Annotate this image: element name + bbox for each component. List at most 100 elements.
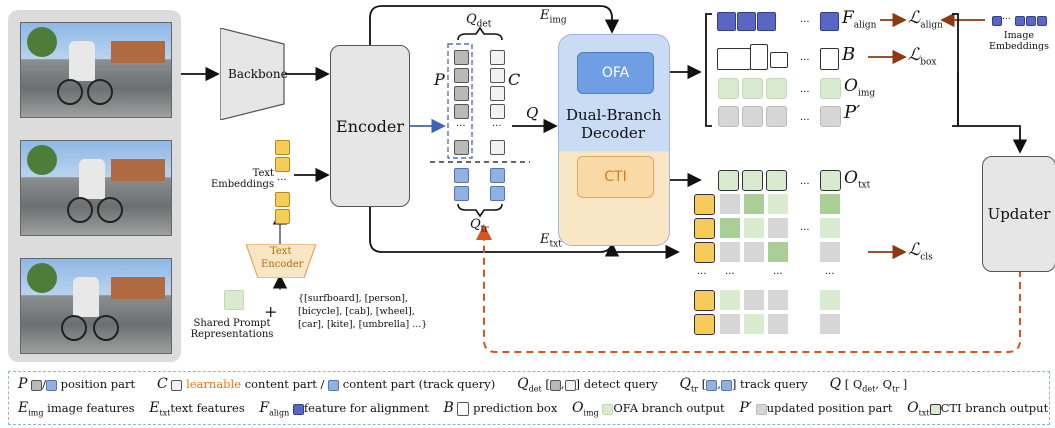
matrix-ellipsis: ...	[773, 266, 783, 277]
cti-output-token	[820, 170, 841, 191]
encoder-box: Encoder	[330, 45, 410, 207]
updated-position-token	[742, 106, 763, 127]
cti-label: CTI	[604, 169, 627, 185]
o-img-ellipsis: ...	[800, 84, 810, 95]
matrix-cell	[744, 194, 764, 214]
matrix-cell	[820, 218, 840, 238]
decoder-label: Dual-Branch Decoder	[566, 106, 662, 142]
o-img-symbol: Oimg	[844, 76, 876, 99]
text-encoder-shape	[246, 244, 316, 278]
matrix-row-ellipsis: ...	[697, 266, 707, 277]
e-img-symbol: Eimg	[540, 8, 567, 26]
backbone-label: Backbone	[228, 67, 288, 81]
matrix-cell	[768, 218, 788, 238]
backbone-shape	[220, 28, 285, 120]
c-symbol: C	[508, 70, 521, 89]
updated-position-token	[766, 106, 787, 127]
text-embedding-token	[275, 140, 290, 155]
detect-query-position	[454, 140, 469, 155]
legend-row-2: Eimg image features Etxttext features Fa…	[18, 400, 1049, 418]
plus-sign: +	[264, 302, 278, 321]
ofa-output-token	[766, 78, 787, 99]
text-embedding-token	[275, 209, 290, 224]
image-embedding-token	[992, 16, 1002, 26]
l-cls-symbol: ℒcls	[908, 240, 933, 263]
ofa-output-token	[718, 78, 739, 99]
cti-output-token	[742, 170, 763, 191]
matrix-row-text-token	[694, 314, 715, 335]
legend	[8, 371, 1050, 425]
matrix-cell	[768, 194, 788, 214]
matrix-cell	[720, 218, 740, 238]
f-align-ellipsis: ...	[800, 14, 810, 25]
align-feature-token	[717, 12, 736, 31]
cti-branch: CTI	[577, 156, 654, 198]
f-align-symbol: Falign	[842, 8, 877, 31]
ofa-branch: OFA	[577, 52, 654, 94]
track-query-content	[490, 186, 505, 201]
video-frame-1	[20, 22, 172, 118]
o-txt-ellipsis: ...	[800, 176, 810, 187]
ofa-output-token	[742, 78, 763, 99]
video-frame-3	[20, 258, 172, 354]
p-symbol: P	[434, 70, 445, 89]
e-txt-symbol: Etxt	[540, 232, 562, 250]
shared-prompt-label: Shared Prompt Representations	[190, 318, 274, 340]
shared-prompt-square	[224, 290, 244, 310]
track-query-position	[454, 186, 469, 201]
cti-output-token	[718, 170, 739, 191]
detect-query-position	[454, 50, 469, 65]
matrix-cell	[720, 290, 740, 310]
detect-query-content	[490, 50, 505, 65]
image-embedding-ellipsis: ...	[1002, 12, 1011, 22]
detect-query-content	[490, 68, 505, 83]
b-symbol: B	[842, 44, 856, 65]
matrix-cell	[720, 242, 740, 262]
matrix-cell	[820, 314, 840, 334]
video-frame-2	[20, 140, 172, 236]
image-embedding-token	[1026, 16, 1036, 26]
l-align-symbol: ℒalign	[908, 8, 943, 31]
updater-box: Updater	[982, 156, 1055, 272]
matrix-ellipsis: ...	[725, 266, 735, 277]
p-prime-ellipsis: ...	[800, 112, 810, 123]
track-query-position	[454, 168, 469, 183]
encoder-label: Encoder	[336, 116, 404, 136]
matrix-cell	[744, 314, 764, 334]
text-embedding-token	[275, 192, 290, 207]
ofa-output-token	[820, 78, 841, 99]
matrix-cell	[820, 290, 840, 310]
text-embeddings-ellipsis: ...	[277, 172, 287, 183]
align-feature-token	[820, 12, 839, 31]
matrix-cell	[820, 242, 840, 262]
input-frames-panel	[8, 10, 181, 362]
matrix-row-text-token	[694, 242, 715, 263]
matrix-ellipsis: ...	[825, 266, 835, 277]
pred-box	[750, 44, 768, 70]
q-symbol: Q	[526, 104, 539, 122]
detect-query-position	[454, 68, 469, 83]
updater-label: Updater	[987, 205, 1051, 223]
detect-query-position	[454, 86, 469, 101]
text-embedding-token	[275, 157, 290, 172]
image-embedding-token	[1037, 16, 1047, 26]
matrix-row-text-token	[694, 218, 715, 239]
matrix-cell	[768, 314, 788, 334]
p-prime-symbol: P′	[844, 102, 861, 123]
q-tr-symbol: Qtr	[470, 217, 489, 235]
matrix-cell	[744, 218, 764, 238]
updated-position-token	[820, 106, 841, 127]
matrix-cell	[768, 242, 788, 262]
matrix-cell	[768, 290, 788, 310]
matrix-cell	[720, 314, 740, 334]
pred-box	[717, 48, 751, 70]
align-feature-token	[737, 12, 756, 31]
pred-box	[820, 48, 839, 70]
image-embedding-token	[1015, 16, 1025, 26]
legend-row-1: P / position part C learnable content pa…	[18, 376, 908, 394]
matrix-cell	[744, 242, 764, 262]
matrix-row-text-token	[694, 290, 715, 311]
matrix-cell	[744, 290, 764, 310]
updated-position-token	[718, 106, 739, 127]
